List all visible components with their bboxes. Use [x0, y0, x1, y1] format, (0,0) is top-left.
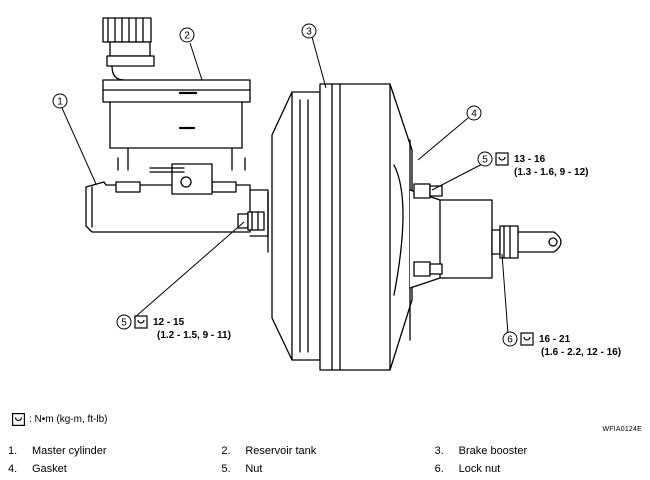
exploded-view-drawing: 1 2 3 4 5 5 6 13 - 16 (1.3 - 1.6, 9 - 12… [52, 17, 621, 371]
lower-stud-nut [237, 211, 265, 231]
list-item: 1. Master cylinder [8, 445, 107, 457]
svg-text:5: 5 [121, 318, 127, 329]
parts-list: 1. Master cylinder 2. Reservoir tank 3. … [8, 442, 648, 478]
figure-code: WFIA0124E [602, 426, 642, 433]
list-item: 4. Gasket [8, 463, 67, 475]
torque-6-alt: (1.6 - 2.2, 12 - 16) [541, 347, 621, 358]
callout-6: 6 [502, 331, 518, 347]
callout-2: 2 [179, 27, 195, 43]
torque-5-lower-alt: (1.2 - 1.5, 9 - 11) [157, 330, 231, 341]
svg-text:5: 5 [482, 155, 488, 166]
part-name: Master cylinder [32, 445, 107, 457]
torque-wrench-icon [495, 152, 509, 166]
torque-6-value: 16 - 21 [539, 334, 571, 345]
part-name: Lock nut [458, 463, 501, 475]
svg-text:4: 4 [471, 109, 477, 120]
parts-row: 4. Gasket 5. Nut 6. Lock nut [8, 460, 648, 478]
svg-text:6: 6 [507, 335, 513, 346]
torque-5-lower-value: 12 - 15 [153, 317, 185, 328]
legend-text: : N•m (kg-m, ft-lb) [29, 414, 108, 425]
list-item: 6. Lock nut [434, 463, 501, 475]
callout-4: 4 [466, 105, 482, 121]
list-item: 3. Brake booster [434, 445, 528, 457]
part-name: Nut [245, 463, 263, 475]
torque-wrench-icon [12, 413, 25, 426]
torque-wrench-icon [520, 332, 534, 346]
svg-text:2: 2 [184, 31, 190, 42]
part-name: Reservoir tank [245, 445, 317, 457]
list-item: 5. Nut [221, 463, 263, 475]
torque-legend: : N•m (kg-m, ft-lb) [12, 413, 108, 426]
svg-text:3: 3 [306, 27, 312, 38]
torque-5-upper-alt: (1.3 - 1.6, 9 - 12) [514, 167, 588, 178]
torque-5-upper-value: 13 - 16 [514, 154, 546, 165]
callout-3: 3 [301, 23, 317, 39]
svg-text:1: 1 [57, 97, 63, 108]
part-name: Gasket [32, 463, 67, 475]
callout-5-lower: 5 [116, 314, 132, 330]
callout-5-upper: 5 [477, 151, 493, 167]
reservoir-tank [102, 17, 251, 171]
torque-wrench-icon [134, 315, 148, 329]
part-name: Brake booster [458, 445, 528, 457]
booster-rear [409, 183, 562, 289]
callout-1: 1 [52, 93, 68, 109]
leader-lines [61, 36, 509, 335]
parts-row: 1. Master cylinder 2. Reservoir tank 3. … [8, 442, 648, 460]
master-cylinder [85, 163, 269, 237]
list-item: 2. Reservoir tank [221, 445, 317, 457]
brake-booster [271, 83, 413, 371]
